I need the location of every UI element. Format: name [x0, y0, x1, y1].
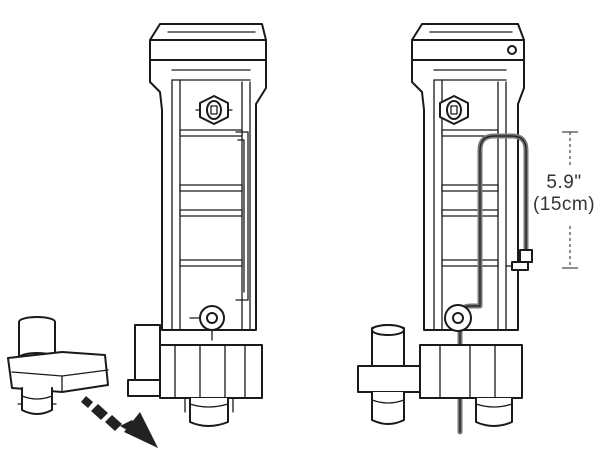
- cable-connector: [505, 249, 533, 271]
- right-mount-bracket: [411, 23, 525, 331]
- right-keyhole-icon: [439, 95, 469, 125]
- left-base-stand: [127, 324, 263, 427]
- dimension-metric: (15cm): [532, 194, 596, 215]
- left-cable-clip: [189, 305, 225, 341]
- right-cable-clip: [444, 304, 472, 332]
- left-mount-bracket: [149, 23, 267, 331]
- left-keyhole-icon: [195, 95, 233, 125]
- removed-adapter: [7, 316, 109, 415]
- removal-arrow: [81, 396, 158, 448]
- dimension-imperial: 5.9": [546, 172, 582, 193]
- dimension-line: [562, 131, 578, 269]
- right-base-stand: [357, 324, 523, 427]
- dimension-label: 5.9" (15cm): [522, 172, 606, 216]
